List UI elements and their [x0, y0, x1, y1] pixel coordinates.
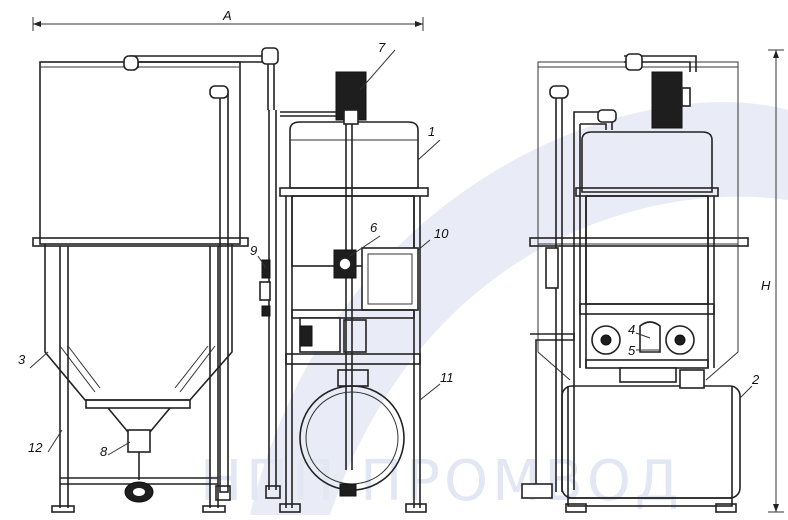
control-box [361, 247, 419, 311]
callout-9: 9 [250, 243, 257, 258]
callout-5: 5 [628, 343, 636, 358]
side-view-pipes [521, 85, 617, 499]
callout-1: 1 [428, 124, 435, 139]
callout-7: 7 [378, 40, 386, 55]
watermark-arc [250, 102, 788, 515]
pump-shelf [291, 309, 415, 353]
callout-8: 8 [100, 444, 108, 459]
mixer-motor [335, 71, 367, 470]
dimension-a: A [32, 8, 424, 31]
dosing-pump [333, 249, 357, 279]
callout-leaders [29, 49, 753, 456]
dimension-a-label: A [222, 8, 232, 23]
side-view-motor [624, 53, 697, 129]
side-view-pumps [585, 321, 709, 383]
callout-3: 3 [18, 352, 26, 367]
callout-11: 11 [440, 370, 454, 385]
side-view-tank [575, 131, 719, 368]
callout-2: 2 [751, 372, 760, 387]
hopper-side-pipe [209, 85, 231, 501]
feeder-unit [124, 429, 154, 503]
callout-10: 10 [434, 226, 449, 241]
callout-12: 12 [28, 440, 43, 455]
valve-9 [259, 259, 271, 317]
dimension-h: H [761, 49, 784, 513]
callout-4: 4 [628, 322, 635, 337]
coil-tank [299, 369, 405, 497]
dimension-h-label: H [761, 278, 771, 293]
callout-6: 6 [370, 220, 378, 235]
watermark-text: НПП ПРОМВОД [200, 449, 683, 514]
horizontal-tank [561, 369, 741, 513]
hopper-tank [39, 61, 241, 433]
